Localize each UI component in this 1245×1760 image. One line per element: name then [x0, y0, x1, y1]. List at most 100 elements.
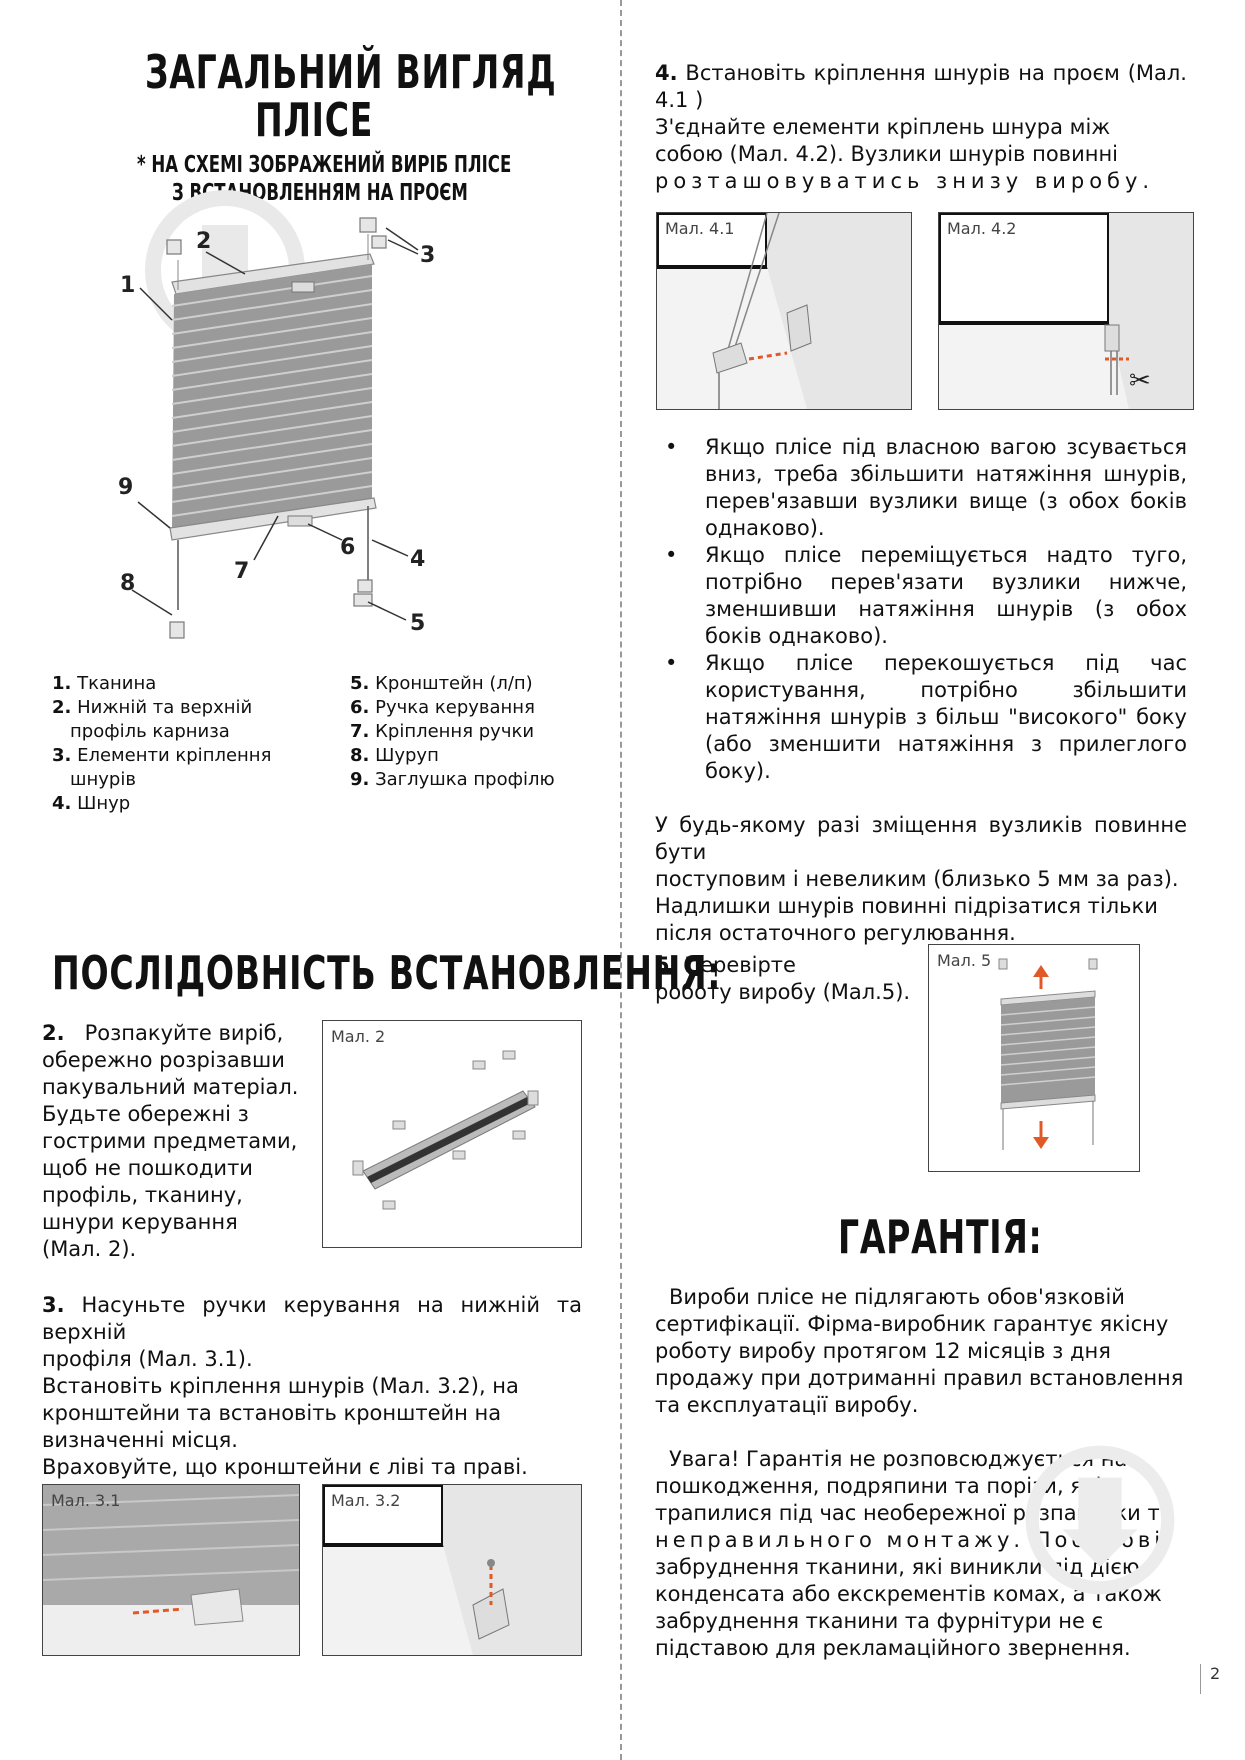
callout-9: 9	[118, 475, 133, 500]
top-profile	[171, 253, 375, 295]
legend-item: 3. Елементи кріплення	[52, 745, 272, 766]
shift-line: У будь-якому разі зміщення вузликів пови…	[655, 813, 1187, 864]
figure-2-drawing	[352, 1050, 539, 1210]
step-5-line: 5. Перевірте	[655, 953, 796, 977]
shift-line: після остаточного регулювання.	[655, 921, 1016, 945]
legend-col-2: 5. Кронштейн (л/п) 6. Ручка керування 7.…	[350, 672, 555, 792]
step-3-text: 3. Насуньте ручки керування на нижній та…	[42, 1292, 582, 1481]
title-line-2: ПЛІСЕ	[255, 93, 374, 147]
callout-4: 4	[410, 547, 425, 572]
figure-3-2-drawing	[323, 1485, 581, 1655]
warranty-title: ГАРАНТІЯ:	[838, 1210, 1043, 1264]
warranty-line: пошкодження, подряпини та порізи, які	[655, 1474, 1102, 1498]
figure-3-1: Мал. 3.1	[42, 1484, 300, 1656]
warranty-line: забруднення тканини та фурнітури не є	[655, 1609, 1104, 1633]
legend-item: 8. Шуруп	[350, 745, 439, 766]
step-2-line: шнури керування	[42, 1210, 238, 1234]
figure-5: Мал. 5	[928, 944, 1140, 1172]
callout-2: 2	[196, 229, 211, 254]
warranty-line: та експлуатації виробу.	[655, 1393, 919, 1417]
legend-item: 6. Ручка керування	[350, 697, 535, 718]
section-title-installation: ПОСЛІДОВНІСТЬ ВСТАНОВЛЕННЯ:	[52, 946, 722, 1000]
figure-4-2-caption: Мал. 4.2	[947, 219, 1017, 238]
callout-5: 5	[410, 611, 425, 636]
step-5-text: 5. Перевірте роботу виробу (Мал.5).	[655, 952, 915, 1006]
figure-5-drawing	[998, 958, 1098, 1150]
step-3-line: Встановіть кріплення шнурів (Мал. 3.2), …	[42, 1374, 519, 1398]
step-3-line: профіля (Мал. 3.1).	[42, 1347, 253, 1371]
page-number: 2	[1210, 1664, 1221, 1683]
figure-4-1-drawing	[657, 213, 911, 409]
figure-4-2-drawing: ✂	[939, 213, 1193, 409]
step-4-line: 4. Встановіть кріплення шнурів на проєм …	[655, 61, 1187, 112]
callout-7: 7	[234, 559, 249, 584]
warranty-line: продажу при дотриманні правил встановлен…	[655, 1366, 1184, 1390]
legend-col-1: 1. Тканина 2. Нижній та верхній профіль …	[52, 672, 271, 816]
step-3-line: 3. Насуньте ручки керування на нижній та…	[42, 1293, 582, 1344]
warranty-line: роботу виробу протягом 12 місяців з дня	[655, 1339, 1111, 1363]
step-2-line: щоб не пошкодити	[42, 1156, 253, 1180]
step-3-line: кронштейни та встановіть кронштейн на	[42, 1401, 502, 1425]
callout-6: 6	[340, 535, 355, 560]
step-2-line: Будьте обережні з	[42, 1102, 249, 1126]
bullet-item: Якщо плісе переміщується надто туго, пот…	[655, 542, 1187, 650]
title-pleated: ПЛІСЕ	[255, 96, 373, 144]
step-4-line: З'єднайте елементи кріплень шнура між	[655, 115, 1111, 139]
step-2-line: обережно розрізавши	[42, 1048, 285, 1072]
figure-3-1-drawing	[43, 1485, 299, 1655]
figure-4-1: Мал. 4.1	[656, 212, 912, 410]
callout-3: 3	[420, 243, 435, 268]
legend-item: 5. Кронштейн (л/п)	[350, 673, 533, 694]
callout-1: 1	[120, 273, 135, 298]
step-3-line: Враховуйте, що кронштейни є ліві та прав…	[42, 1455, 528, 1479]
bullet-item: Якщо плісе перекошується під час користу…	[655, 650, 1187, 785]
step-4-line: розташовуватись знизу виробу.	[655, 169, 1155, 193]
legend-item: 2. Нижній та верхній	[52, 697, 253, 718]
step-4-line: собою (Мал. 4.2). Вузлики шнурів повинні	[655, 142, 1119, 166]
step-4-text: 4. Встановіть кріплення шнурів на проєм …	[655, 60, 1187, 195]
legend-item: 7. Кріплення ручки	[350, 721, 535, 742]
title-line-1: ЗАГАЛЬНИЙ ВИГЛЯД	[145, 45, 557, 99]
title-general-view: ЗАГАЛЬНИЙ ВИГЛЯД	[145, 48, 556, 96]
page-number-separator	[1200, 1664, 1201, 1694]
legend-item: профіль карниза	[70, 721, 230, 742]
step-5-line: роботу виробу (Мал.5).	[655, 980, 911, 1004]
bullet-item: Якщо плісе під власною вагою зсувається …	[655, 434, 1187, 542]
figure-3-2-caption: Мал. 3.2	[331, 1491, 401, 1510]
warranty-line: підставою для рекламаційного звернення.	[655, 1636, 1131, 1660]
adjustment-bullets: Якщо плісе під власною вагою зсувається …	[655, 434, 1187, 785]
shift-paragraph: У будь-якому разі зміщення вузликів пови…	[655, 812, 1187, 947]
shift-line: Надлишки шнурів повинні підрізатися тіль…	[655, 894, 1158, 918]
callout-8: 8	[120, 571, 135, 596]
step-2-text: 2. Розпакуйте виріб, обережно розрізавши…	[42, 1020, 314, 1263]
legend-item: 1. Тканина	[52, 673, 157, 694]
step-2-line: 2. Розпакуйте виріб,	[42, 1021, 284, 1045]
scissors-icon: ✂	[1129, 366, 1151, 396]
watermark-logo-bottom	[1025, 1445, 1175, 1595]
column-divider	[620, 0, 622, 1760]
bottom-profile	[169, 497, 377, 541]
step-2-line: пакувальний матеріал.	[42, 1075, 299, 1099]
warranty-line: Вироби плісе не підлягають обов'язковій	[669, 1285, 1125, 1309]
subtitle-line-1: * НА СХЕМІ ЗОБРАЖЕНИЙ ВИРІБ ПЛІСЕ	[137, 152, 512, 178]
figure-3-2: Мал. 3.2	[322, 1484, 582, 1656]
shift-line: поступовим і невеликим (близько 5 мм за …	[655, 867, 1179, 891]
fabric-pleats	[171, 264, 373, 530]
pleated-blind-diagram: 1 2 3 4 5 6 7 8 9	[118, 217, 435, 639]
warranty-paragraph-1: Вироби плісе не підлягають обов'язковій …	[655, 1284, 1187, 1419]
step-2-line: гострими предметами,	[42, 1129, 298, 1153]
warranty-line: сертифікації. Фірма-виробник гарантує як…	[655, 1312, 1169, 1336]
legend-item: 9. Заглушка профілю	[350, 769, 555, 790]
step-2-line: профіль, тканину,	[42, 1183, 243, 1207]
figure-2: Мал. 2	[322, 1020, 582, 1248]
legend-item: шнурів	[70, 769, 136, 790]
figure-3-1-caption: Мал. 3.1	[51, 1491, 121, 1510]
top-brackets	[166, 217, 387, 255]
legend-item: 4. Шнур	[52, 793, 131, 814]
step-3-line: визначенні місця.	[42, 1428, 238, 1452]
figure-4-2: ✂ Мал. 4.2	[938, 212, 1194, 410]
figure-5-caption: Мал. 5	[937, 951, 992, 970]
step-2-line: (Мал. 2).	[42, 1237, 137, 1261]
figure-2-caption: Мал. 2	[331, 1027, 386, 1046]
figure-4-1-caption: Мал. 4.1	[665, 219, 735, 238]
